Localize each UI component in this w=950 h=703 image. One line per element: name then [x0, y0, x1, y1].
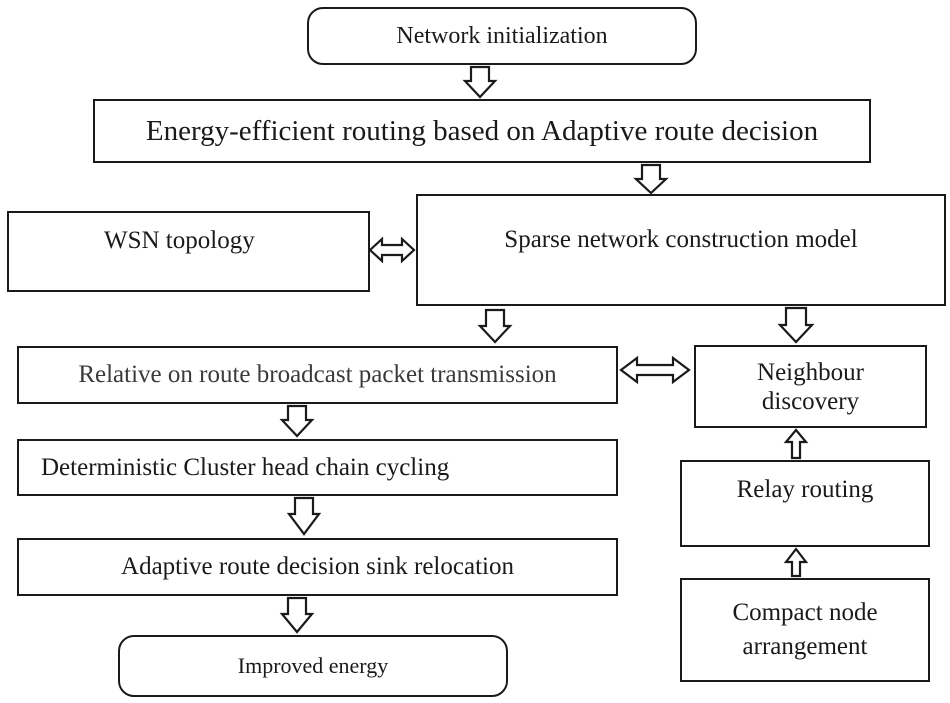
node-label: Neighbour discovery: [757, 358, 864, 415]
node-label: Relay routing: [736, 476, 874, 503]
node-sink-relocation: Adaptive route decision sink relocation: [17, 538, 618, 596]
arrow-down-icon: [777, 306, 815, 344]
node-label: Sparse network construction model: [504, 226, 858, 253]
node-label: Network initialization: [396, 22, 608, 49]
node-relative-broadcast-transmission: Relative on route broadcast packet trans…: [17, 346, 618, 404]
node-label: Compact node arrangement: [732, 599, 878, 660]
arrow-down-icon: [477, 308, 513, 344]
arrow-down-icon: [279, 404, 315, 438]
arrow-down-icon: [633, 163, 669, 195]
arrow-up-icon: [783, 428, 809, 460]
node-compact-node-arrangement: Compact node arrangement: [680, 578, 930, 682]
node-neighbour-discovery: Neighbour discovery: [694, 345, 927, 428]
arrow-down-icon: [279, 596, 315, 634]
node-relay-routing: Relay routing: [680, 460, 930, 547]
arrow-down-icon: [462, 65, 498, 99]
node-energy-efficient-routing: Energy-efficient routing based on Adapti…: [93, 99, 871, 163]
node-wsn-topology: WSN topology: [7, 211, 370, 292]
node-label: Deterministic Cluster head chain cycling: [41, 453, 450, 481]
node-label: WSN topology: [104, 227, 255, 254]
node-cluster-head-chain: Deterministic Cluster head chain cycling: [17, 439, 618, 496]
arrow-up-icon: [783, 547, 809, 578]
node-label: Energy-efficient routing based on Adapti…: [145, 114, 819, 147]
node-label: Improved energy: [237, 653, 389, 678]
node-sparse-network-model: Sparse network construction model: [416, 194, 946, 306]
node-network-initialization: Network initialization: [307, 7, 697, 65]
node-improved-energy: Improved energy: [118, 635, 508, 697]
bidirectional-arrow-icon: [368, 236, 416, 264]
node-label: Adaptive route decision sink relocation: [121, 553, 514, 580]
node-label: Relative on route broadcast packet trans…: [78, 361, 557, 388]
bidirectional-arrow-icon: [619, 355, 691, 385]
arrow-down-icon: [286, 496, 322, 536]
